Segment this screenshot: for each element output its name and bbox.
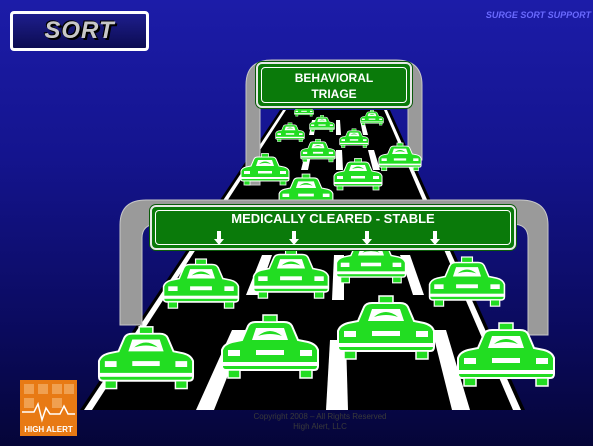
- sign-text: MEDICALLY CLEARED - STABLE: [152, 211, 514, 226]
- behavioral-triage-sign: BEHAVIORAL TRIAGE: [256, 62, 412, 108]
- down-arrow-icon: [289, 231, 299, 245]
- down-arrow-icon: [214, 231, 224, 245]
- copyright-footer: Copyright 2008 – All Rights Reserved Hig…: [190, 412, 450, 432]
- medically-cleared-sign: MEDICALLY CLEARED - STABLE: [150, 205, 516, 250]
- header-label: SURGE SORT SUPPORT: [486, 10, 591, 20]
- copyright-line: Copyright 2008 – All Rights Reserved: [190, 412, 450, 422]
- page-title: SORT: [44, 17, 114, 45]
- high-alert-logo: HIGH ALERT: [20, 380, 77, 436]
- down-arrow-icon: [362, 231, 372, 245]
- company-line: High Alert, LLC: [190, 422, 450, 432]
- down-arrow-icon: [430, 231, 440, 245]
- logo-text: HIGH ALERT: [20, 425, 77, 434]
- title-box: SORT: [10, 11, 149, 51]
